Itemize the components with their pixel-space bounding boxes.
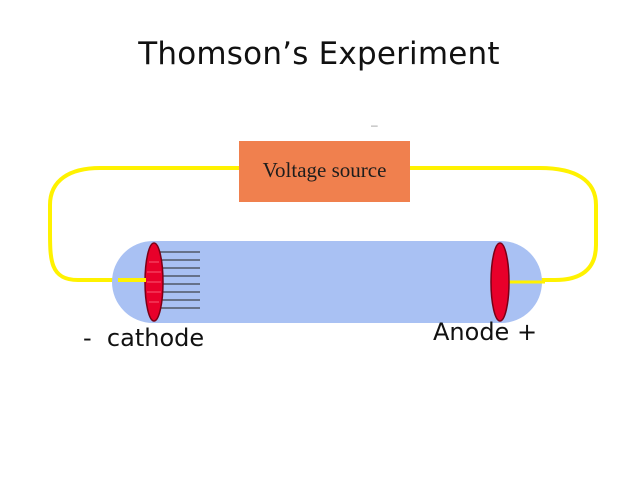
voltage-minus-mark: – xyxy=(371,118,378,132)
cathode-ray-tube xyxy=(112,241,542,323)
anode-disc-icon xyxy=(490,242,510,322)
page-title: Thomson’s Experiment xyxy=(138,36,500,72)
cathode-rays xyxy=(158,251,200,309)
circuit-wire xyxy=(48,166,598,282)
cathode-label: - cathode xyxy=(83,324,205,352)
voltage-source-label: Voltage source xyxy=(262,158,387,182)
voltage-source-box: Voltage source xyxy=(239,141,410,202)
anode-label: Anode + xyxy=(433,318,538,346)
